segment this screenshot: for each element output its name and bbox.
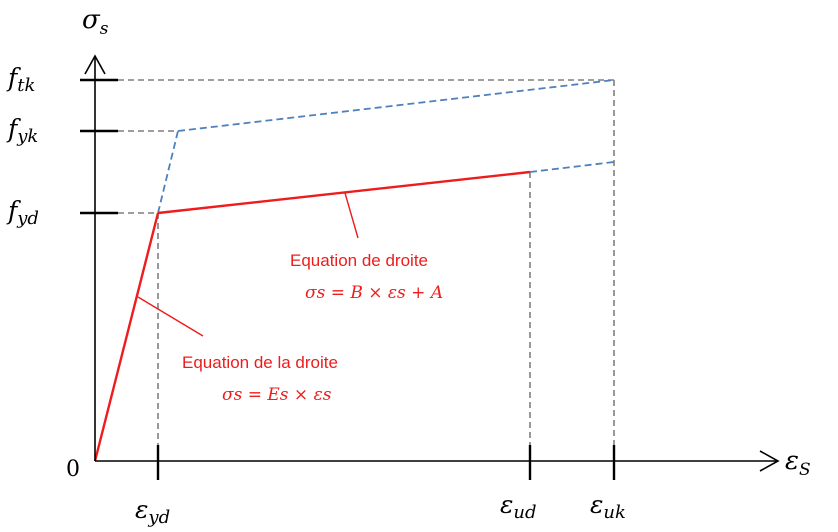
eud-label: εud [500,490,537,523]
euk-label: εuk [590,490,626,523]
fyk-label: fyk [6,114,38,147]
lower-equation-title: Equation de la droite [182,353,338,372]
eyd-label: εyd [135,495,170,528]
lower-equation-formula: σs = Es × εs [222,385,332,405]
upper-equation-formula: σs = B × εs + A [305,283,443,303]
characteristic-elastic-segment [157,130,179,214]
ftk-label: ftk [6,63,35,96]
design-elastic-segment [93,212,160,462]
design-hardening-segment [157,170,531,215]
origin-label: 0 [66,457,80,482]
tick-marks [80,78,616,480]
leader-upper [344,192,359,239]
axes [84,54,780,472]
leader-lower [137,296,204,337]
y-axis-label: σs [82,5,109,39]
fyd-label: fyd [6,196,39,229]
design-curve [93,170,531,462]
x-axis-label: εS [785,446,811,480]
leader-lines [137,192,359,337]
characteristic-hardening-segment [177,79,615,132]
upper-equation-title: Equation de droite [290,251,428,270]
x-axis-arrowhead [759,450,780,472]
design-curve-extension [529,161,615,173]
y-axis-arrowhead [84,54,106,75]
guide-lines [118,79,615,445]
characteristic-curve [157,79,615,214]
